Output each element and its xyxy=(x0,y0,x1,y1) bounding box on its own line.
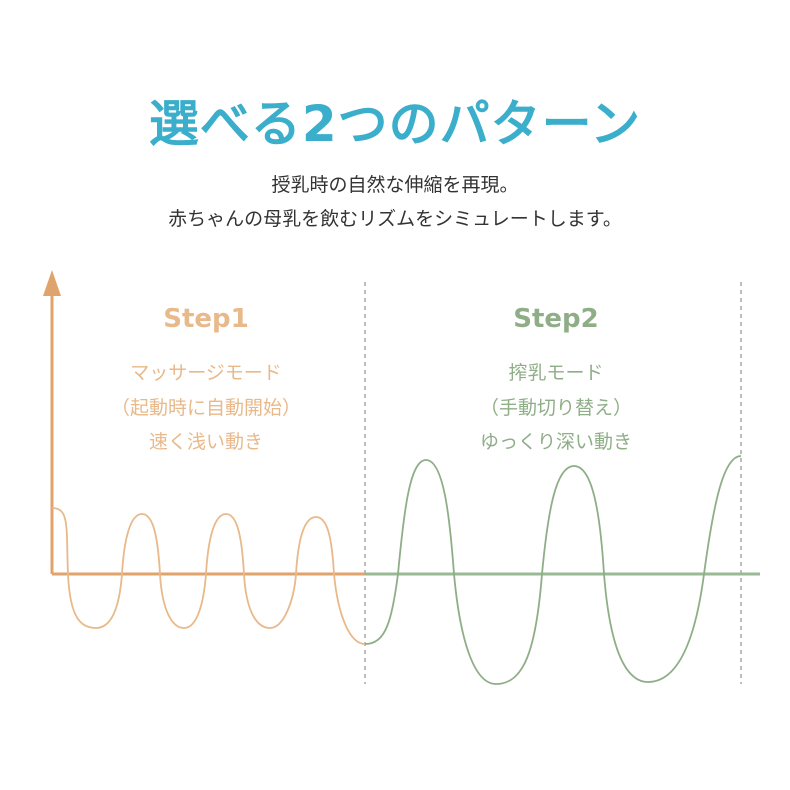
description-line-2: 赤ちゃんの母乳を飲むリズムをシミュレートします。 xyxy=(168,208,622,230)
step1-label: Step1 xyxy=(163,304,249,334)
step2-wave xyxy=(364,455,742,685)
step1-wave xyxy=(51,507,366,645)
page-title: 選べる2つのパターン xyxy=(148,95,642,153)
step1-motion: 速く浅い動き xyxy=(149,431,263,453)
description-line-1: 授乳時の自然な伸縮を再現。 xyxy=(271,174,519,196)
y-axis-arrow-icon xyxy=(43,270,61,296)
step2-mode-note: （手動切り替え） xyxy=(480,397,632,419)
step2-motion: ゆっくり深い動き xyxy=(480,431,632,453)
step1-mode: マッサージモード xyxy=(130,362,282,384)
step2-mode: 搾乳モード xyxy=(508,362,603,384)
step2-label: Step2 xyxy=(513,304,599,334)
step1-mode-note: （起動時に自動開始） xyxy=(111,397,301,419)
